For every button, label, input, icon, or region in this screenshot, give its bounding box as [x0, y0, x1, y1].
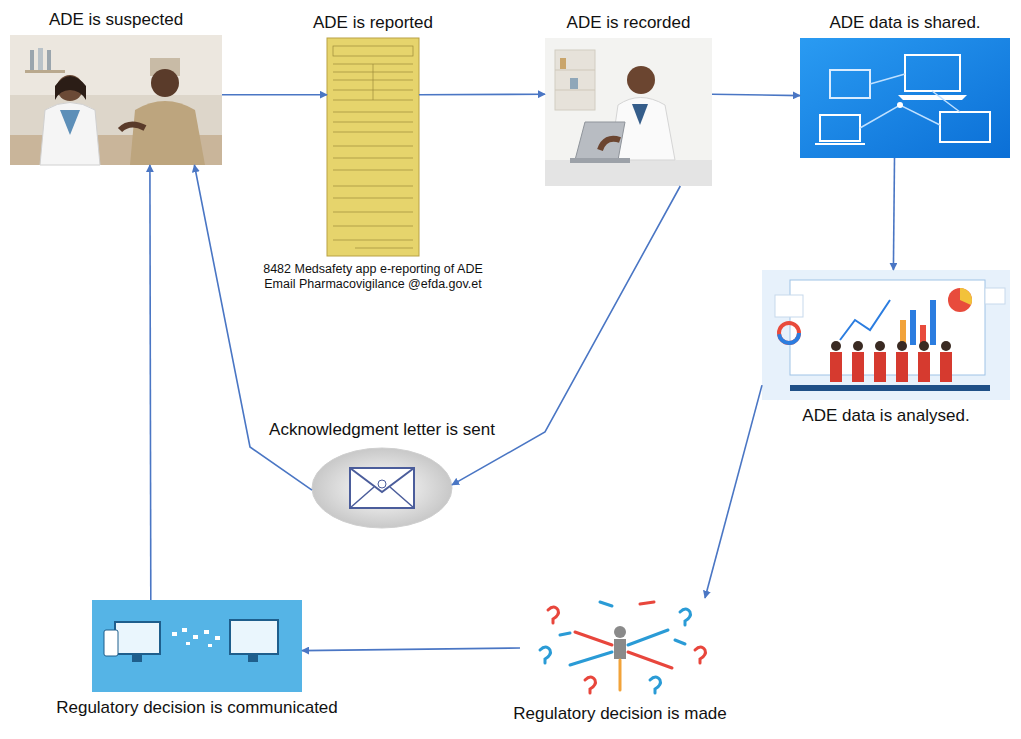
contact-text: 8482 Medsafety app e-reporting of ADE Em…: [263, 262, 483, 292]
stage-node: ADE is reported8482 Medsafety app e-repo…: [327, 38, 419, 256]
flow-arrow: [712, 94, 800, 95]
consultation-photo: [10, 35, 222, 165]
stage-caption: ADE is recorded: [565, 13, 693, 33]
stage-node: Regulatory decision is made: [520, 598, 720, 698]
network-illustration: [800, 38, 1010, 158]
stage-node: ADE is suspected: [10, 35, 222, 165]
stage-caption: ADE is reported: [311, 13, 435, 33]
flow-arrow: [149, 165, 152, 600]
stage-caption: Acknowledgment letter is sent: [267, 420, 497, 440]
recording-photo: [545, 38, 712, 186]
flow-arrow: [194, 165, 312, 490]
flow-arrow: [705, 385, 762, 598]
report-form: [327, 38, 419, 256]
flow-arrow: [302, 648, 520, 651]
stage-caption: ADE is suspected: [47, 10, 185, 30]
stage-caption: ADE data is shared.: [827, 13, 982, 33]
flow-arrow: [222, 94, 327, 96]
stage-node: ADE data is analysed.: [762, 270, 1010, 400]
flow-arrow: [419, 93, 545, 95]
dashboard-illustration: [762, 270, 1010, 400]
stage-caption: ADE data is analysed.: [800, 406, 971, 426]
stage-caption: Regulatory decision is communicated: [54, 698, 340, 718]
decision-illustration: [520, 598, 720, 698]
stage-node: ADE is recorded: [545, 38, 712, 186]
stage-node: ADE data is shared.: [800, 38, 1010, 158]
stage-node: Regulatory decision is communicated: [92, 600, 302, 692]
stage-node: Acknowledgment letter is sent: [312, 445, 452, 530]
envelope-icon: [312, 448, 452, 528]
flow-arrow: [893, 158, 894, 270]
flow-arrow: [452, 186, 680, 485]
stage-caption: Regulatory decision is made: [511, 704, 729, 724]
communication-illustration: [92, 600, 302, 692]
